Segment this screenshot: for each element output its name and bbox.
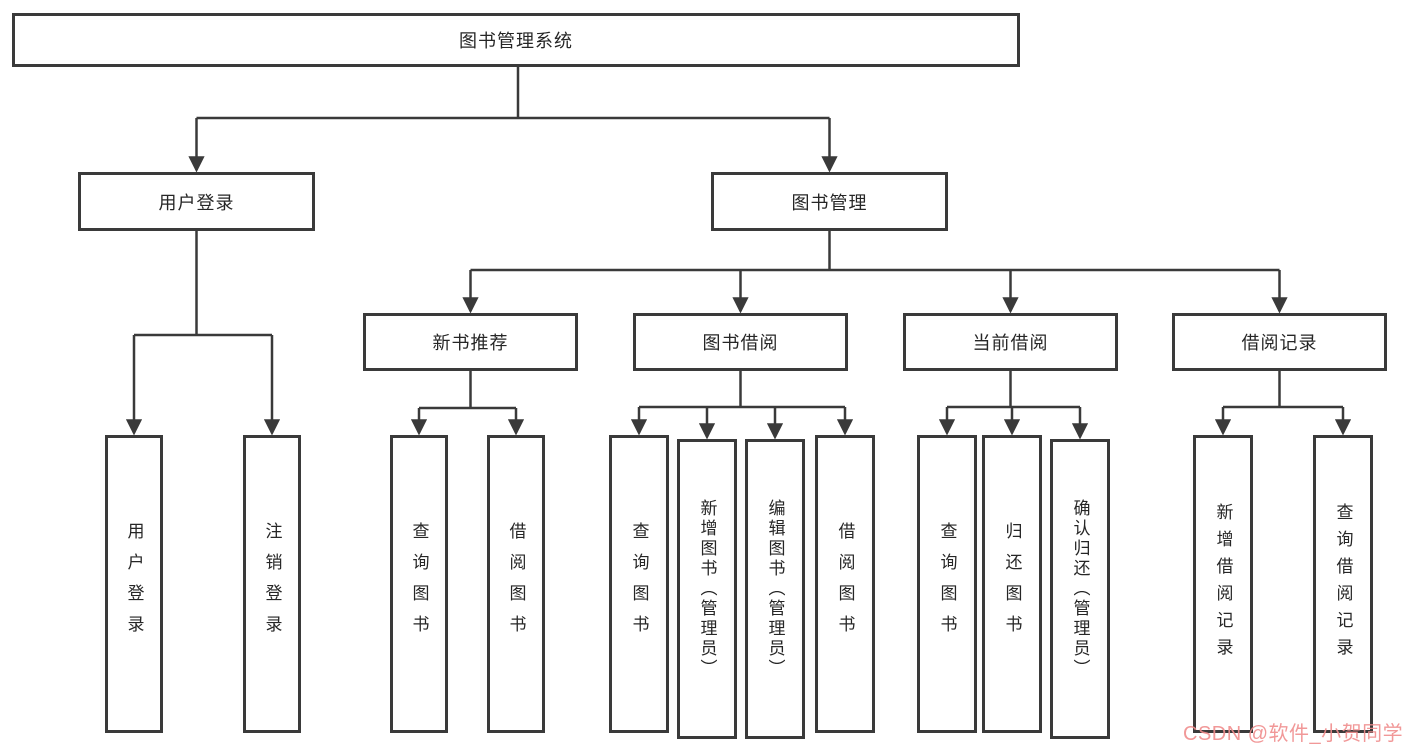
leaf-nb-query-books: 查询图书: [390, 435, 448, 733]
watermark: CSDN @软件_小贺同学: [1183, 723, 1404, 745]
node-borrow-records: 借阅记录: [1172, 313, 1387, 371]
leaf-bb-query-books-label: 查询图书: [629, 522, 649, 646]
leaf-rec-add-record-label: 新增借阅记录: [1213, 503, 1233, 665]
leaf-bb-edit-books-admin-label: 编辑图书（管理员）: [765, 499, 785, 679]
leaf-cb-query-books: 查询图书: [917, 435, 977, 733]
leaf-nb-borrow-books: 借阅图书: [487, 435, 545, 733]
leaf-rec-query-record: 查询借阅记录: [1313, 435, 1373, 733]
leaf-rec-query-record-label: 查询借阅记录: [1333, 503, 1353, 665]
leaf-user-login: 用户登录: [105, 435, 163, 733]
leaf-bb-query-books: 查询图书: [609, 435, 669, 733]
leaf-cb-query-books-label: 查询图书: [937, 522, 957, 646]
leaf-bb-borrow-books: 借阅图书: [815, 435, 875, 733]
leaf-cb-confirm-return-admin: 确认归还（管理员）: [1050, 439, 1110, 739]
leaf-bb-add-books-admin: 新增图书（管理员）: [677, 439, 737, 739]
leaf-user-login-label: 用户登录: [124, 522, 144, 646]
leaf-bb-add-books-admin-label: 新增图书（管理员）: [697, 499, 717, 679]
node-root: 图书管理系统: [12, 13, 1020, 67]
leaf-cb-return-books: 归还图书: [982, 435, 1042, 733]
leaf-logout: 注销登录: [243, 435, 301, 733]
leaf-rec-add-record: 新增借阅记录: [1193, 435, 1253, 733]
node-current-borrow: 当前借阅: [903, 313, 1118, 371]
leaf-nb-query-books-label: 查询图书: [409, 522, 429, 646]
node-new-book-recommend: 新书推荐: [363, 313, 578, 371]
node-user-login: 用户登录: [78, 172, 315, 231]
node-book-borrow: 图书借阅: [633, 313, 848, 371]
leaf-cb-confirm-return-admin-label: 确认归还（管理员）: [1070, 499, 1090, 679]
leaf-logout-label: 注销登录: [262, 522, 282, 646]
leaf-cb-return-books-label: 归还图书: [1002, 522, 1022, 646]
node-book-management: 图书管理: [711, 172, 948, 231]
leaf-nb-borrow-books-label: 借阅图书: [506, 522, 526, 646]
leaf-bb-borrow-books-label: 借阅图书: [835, 522, 855, 646]
leaf-bb-edit-books-admin: 编辑图书（管理员）: [745, 439, 805, 739]
